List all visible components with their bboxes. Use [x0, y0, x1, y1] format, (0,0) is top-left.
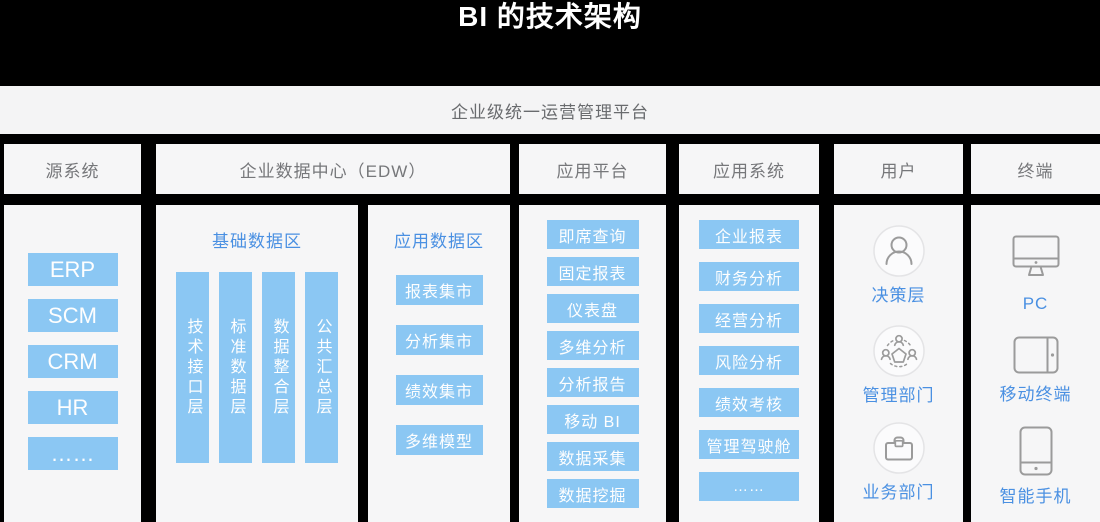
panel-app-systems: 企业报表 财务分析 经营分析 风险分析 绩效考核 管理驾驶舱 …… [679, 205, 819, 522]
terminal-label-pc: PC [1022, 294, 1049, 313]
source-item-hr: HR [27, 391, 118, 424]
terminal-group-tablet: 移动终端 [1000, 336, 1072, 403]
system-finance-analysis: 财务分析 [699, 262, 799, 291]
base-data-layers: 技术接口层 标准数据层 数据整合层 公共汇总层 [156, 272, 358, 463]
platform-banner: 企业级统一运营管理平台 [0, 86, 1100, 134]
layer-bar-label: 数据整合层 [270, 317, 288, 418]
column-header-users: 用户 [834, 144, 963, 194]
platform-banner-label: 企业级统一运营管理平台 [451, 102, 649, 122]
layer-bar-data-integration: 数据整合层 [262, 272, 295, 463]
platform-data-collection: 数据采集 [546, 442, 639, 471]
panel-users: 决策层 管理部门 [834, 205, 963, 522]
platform-adhoc-query: 即席查询 [546, 220, 639, 249]
column-header-app-systems: 应用系统 [679, 144, 819, 194]
user-group-decision: 决策层 [872, 225, 926, 304]
layer-bar-standard-data: 标准数据层 [219, 272, 252, 463]
header-label: 终端 [1017, 161, 1054, 181]
header-label: 源系统 [45, 161, 100, 181]
source-item-crm: CRM [27, 345, 118, 378]
panel-terminals: PC 移动终端 智能手机 [971, 205, 1100, 522]
panel-source-systems: ERP SCM CRM HR …… [4, 205, 141, 522]
mart-multidim-model: 多维模型 [395, 425, 483, 455]
system-risk-analysis: 风险分析 [699, 346, 799, 375]
platform-dashboard: 仪表盘 [546, 294, 639, 323]
source-item-scm: SCM [27, 299, 118, 332]
smartphone-icon [1019, 426, 1053, 476]
system-management-cockpit: 管理驾驶舱 [699, 430, 799, 459]
mart-performance: 绩效集市 [395, 375, 483, 405]
system-business-analysis: 经营分析 [699, 304, 799, 333]
user-group-business: 业务部门 [863, 422, 935, 501]
header-label: 应用系统 [713, 161, 785, 181]
mart-analysis: 分析集市 [395, 325, 483, 355]
platform-analysis-report: 分析报告 [546, 368, 639, 397]
column-header-terminals: 终端 [971, 144, 1100, 194]
tablet-icon [1013, 336, 1059, 374]
user-label-decision: 决策层 [871, 286, 926, 305]
system-more: …… [699, 472, 799, 501]
terminal-label-smartphone: 智能手机 [999, 487, 1072, 506]
person-icon [872, 225, 925, 277]
source-item-erp: ERP [27, 253, 118, 286]
platform-data-mining: 数据挖掘 [546, 479, 639, 508]
column-header-edw: 企业数据中心（EDW） [156, 144, 510, 194]
user-label-management: 管理部门 [862, 386, 935, 405]
layer-bar-label: 公共汇总层 [313, 317, 331, 418]
mart-report: 报表集市 [395, 275, 483, 305]
system-performance-review: 绩效考核 [699, 388, 799, 417]
app-data-marts: 报表集市 分析集市 绩效集市 多维模型 [368, 275, 510, 455]
zone-title-base-data: 基础数据区 [212, 232, 302, 251]
header-label: 应用平台 [556, 161, 629, 181]
panel-app-data-zone: 应用数据区 报表集市 分析集市 绩效集市 多维模型 [368, 205, 510, 522]
column-header-source-systems: 源系统 [4, 144, 141, 194]
briefcase-icon [872, 422, 925, 474]
zone-title-app-data: 应用数据区 [394, 232, 484, 251]
platform-multidim-analysis: 多维分析 [546, 331, 639, 360]
column-header-app-platform: 应用平台 [519, 144, 666, 194]
user-group-management: 管理部门 [863, 325, 935, 404]
panel-base-data-zone: 基础数据区 技术接口层 标准数据层 数据整合层 公共汇总层 [156, 205, 358, 522]
header-label: 用户 [880, 161, 917, 181]
layer-bar-label: 标准数据层 [227, 317, 245, 418]
layer-bar-tech-interface: 技术接口层 [176, 272, 209, 463]
user-label-business: 业务部门 [862, 483, 935, 502]
layer-bar-label: 技术接口层 [184, 317, 202, 418]
terminal-label-mobile: 移动终端 [999, 385, 1072, 404]
terminal-group-smartphone: 智能手机 [1000, 426, 1072, 505]
header-label: 企业数据中心（EDW） [239, 161, 427, 181]
page-title: BI 的技术架构 [458, 1, 642, 32]
platform-fixed-report: 固定报表 [546, 257, 639, 286]
desktop-icon [1010, 235, 1062, 283]
system-enterprise-report: 企业报表 [699, 220, 799, 249]
layer-bar-common-summary: 公共汇总层 [305, 272, 338, 463]
team-icon [872, 325, 925, 377]
source-item-more: …… [27, 437, 118, 470]
panel-app-platform: 即席查询 固定报表 仪表盘 多维分析 分析报告 移动 BI 数据采集 数据挖掘 [519, 205, 666, 522]
platform-mobile-bi: 移动 BI [546, 405, 639, 434]
terminal-group-pc: PC [1010, 235, 1062, 312]
